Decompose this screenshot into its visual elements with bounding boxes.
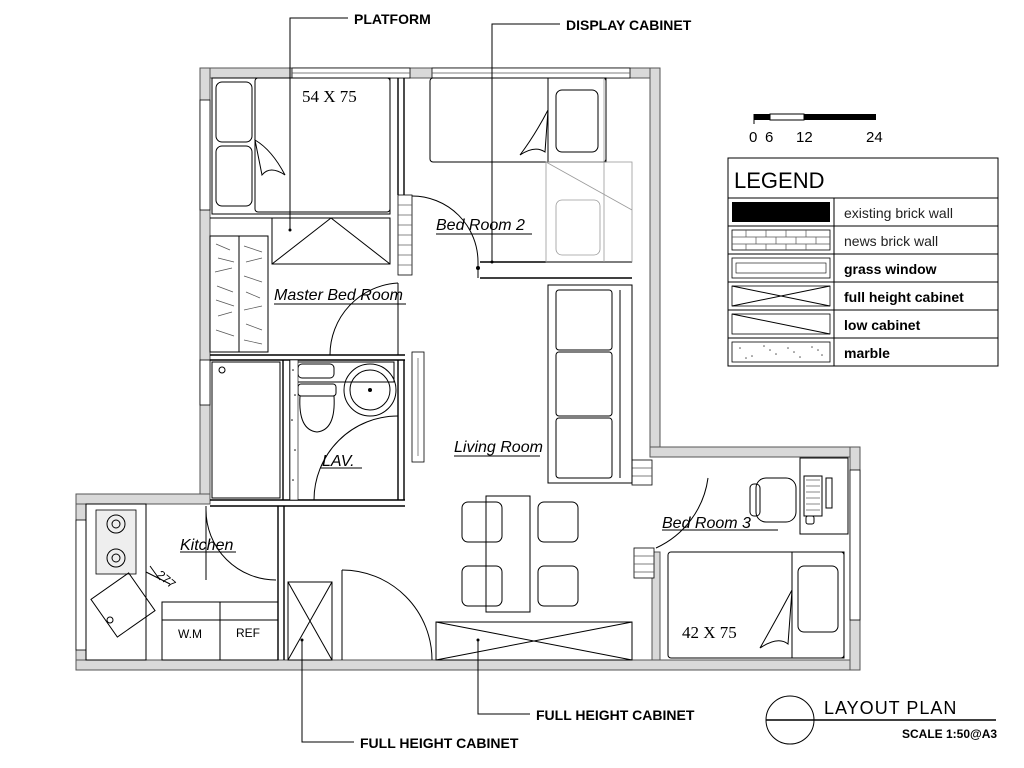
legend-swatch-new-brick (731, 229, 831, 251)
lavatory (211, 359, 399, 501)
callout-full-height-cabinet-center: FULL HEIGHT CABINET (536, 707, 695, 723)
legend-item-marble: marble (844, 345, 890, 361)
label-refrigerator: REF (236, 626, 260, 640)
legend-swatch-existing-brick (732, 202, 830, 222)
kitchen (85, 503, 279, 661)
scale-tick-12: 12 (796, 129, 813, 146)
callout-full-height-cabinet-left: FULL HEIGHT CABINET (360, 735, 519, 751)
legend-item-existing-brick-wall: existing brick wall (844, 205, 953, 221)
master-bedroom (209, 77, 399, 356)
dim-master-bed: 54 X 75 (302, 87, 357, 106)
legend-item-full-height-cabinet: full height cabinet (844, 289, 964, 305)
callout-display-cabinet: DISPLAY CABINET (566, 17, 692, 33)
legend-swatch-window (731, 257, 831, 279)
drawing-scale: SCALE 1:50@A3 (902, 727, 997, 741)
bedroom-3 (655, 457, 849, 659)
interior-walls (210, 78, 655, 660)
scale-tick-24: 24 (866, 129, 883, 146)
label-lav: LAV. (322, 453, 355, 470)
bedroom-2 (411, 77, 633, 278)
label-bed-room-2: Bed Room 2 (436, 217, 525, 234)
scale-bar (753, 113, 876, 124)
living-room (287, 284, 633, 661)
legend-item-low-cabinet: low cabinet (844, 317, 921, 333)
title-block (765, 695, 996, 745)
label-kitchen: Kitchen (180, 537, 233, 554)
label-washing-machine: W.M (178, 627, 202, 641)
label-bed-room-3: Bed Room 3 (662, 515, 751, 532)
legend-swatch-marble (731, 341, 831, 363)
callout-lines (180, 17, 778, 743)
dim-sink: 277 (154, 568, 179, 592)
callout-platform: PLATFORM (354, 11, 431, 27)
legend-table (727, 157, 999, 367)
scale-tick-6: 6 (765, 129, 773, 146)
dim-bed-3: 42 X 75 (682, 623, 737, 642)
label-living-room: Living Room (454, 439, 543, 456)
scale-tick-0: 0 (749, 129, 757, 146)
legend-title: LEGEND (734, 168, 824, 193)
drawing-title: LAYOUT PLAN (824, 698, 957, 718)
legend-item-news-brick-wall: news brick wall (844, 233, 938, 249)
label-master-bed-room: Master Bed Room (274, 287, 403, 304)
legend-item-grass-window: grass window (844, 261, 937, 277)
